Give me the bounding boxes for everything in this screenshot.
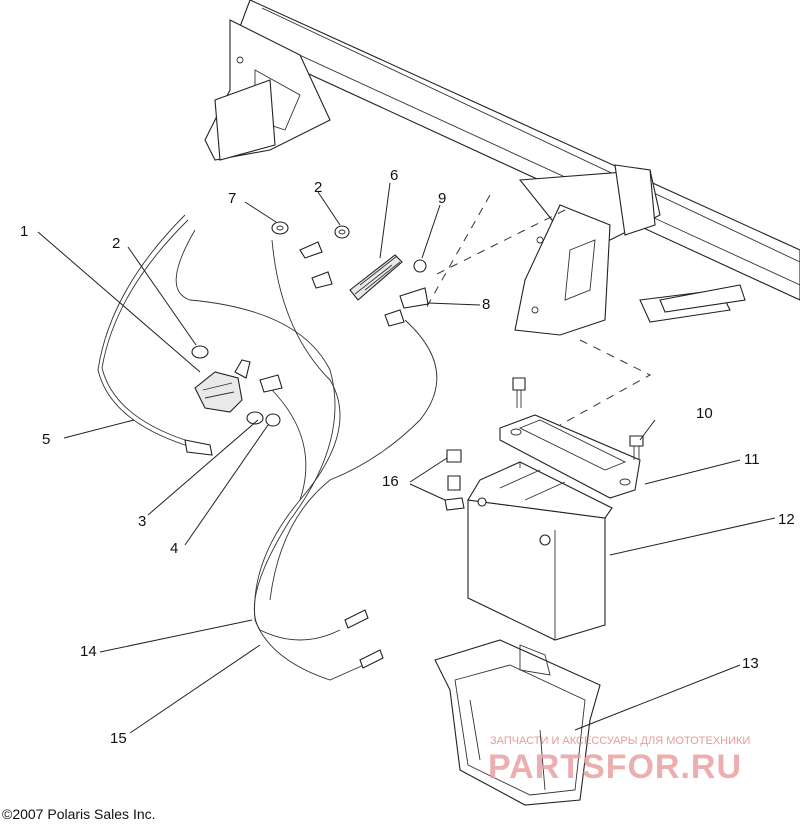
battery: [467, 461, 613, 641]
callout-5: 5: [42, 431, 50, 448]
callout-1: 1: [20, 223, 28, 240]
callout-6: 6: [390, 167, 398, 184]
copyright-notice: ©2007 Polaris Sales Inc.: [2, 806, 156, 822]
leader-lines: [37, 182, 776, 734]
callout-2-top: 2: [314, 179, 322, 196]
battery-holddown: [499, 414, 641, 499]
bolts: [444, 377, 644, 511]
callout-10: 10: [696, 405, 713, 422]
callout-3: 3: [138, 513, 146, 530]
callout-8: 8: [482, 296, 490, 313]
callout-labels: 1 2 2 3 4 5 6 7 8 9 10 11 12 13 14 15 16: [20, 167, 795, 747]
washers: [246, 374, 283, 427]
callout-15: 15: [110, 730, 127, 747]
solenoid: [191, 345, 251, 413]
ring-terminals: [299, 241, 429, 327]
callout-2-left: 2: [112, 235, 120, 252]
cables: [97, 214, 438, 681]
callout-13: 13: [742, 655, 759, 672]
callout-11: 11: [744, 451, 760, 468]
nuts: [271, 221, 427, 273]
callout-7: 7: [228, 190, 236, 207]
callout-16: 16: [382, 473, 399, 490]
terminal-block: [349, 254, 403, 301]
battery-box: [434, 639, 601, 806]
callout-14: 14: [80, 643, 97, 660]
watermark: ЗАПЧАСТИ И АКСЕССУАРЫ ДЛЯ МОТОТЕХНИКИ PA…: [488, 735, 750, 786]
watermark-tagline: ЗАПЧАСТИ И АКСЕССУАРЫ ДЛЯ МОТОТЕХНИКИ: [490, 735, 750, 747]
frame-assembly: [204, 0, 800, 336]
watermark-logo: PARTSFOR.RU: [488, 748, 742, 786]
callout-4: 4: [170, 540, 178, 557]
callout-12: 12: [778, 511, 795, 528]
callout-9: 9: [438, 190, 446, 207]
